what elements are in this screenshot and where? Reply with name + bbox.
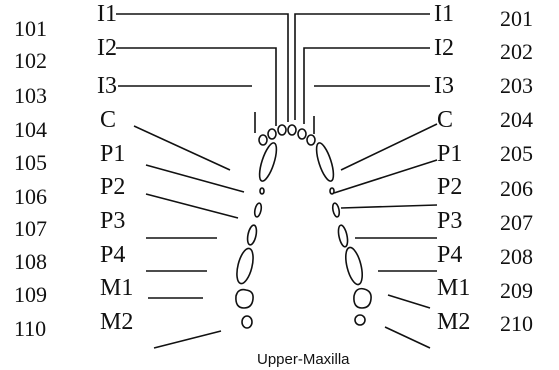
leader-line-M2-left — [154, 331, 221, 348]
leader-line-P2-left — [146, 194, 238, 218]
leader-line-I1-left — [116, 14, 288, 122]
leader-line-M2-right — [385, 327, 430, 348]
tooth-I3-left — [259, 135, 267, 145]
leader-line-M1-right — [388, 295, 430, 308]
tooth-P3-right — [337, 224, 349, 247]
tooth-M2-right — [355, 315, 365, 325]
tooth-I1-right — [288, 125, 296, 135]
tooth-I1-left — [278, 125, 286, 135]
tooth-I2-left — [268, 129, 276, 139]
tooth-M1-left — [236, 290, 253, 308]
tooth-P2-right — [332, 203, 341, 218]
tooth-I2-right — [298, 129, 306, 139]
tooth-P1-left — [260, 188, 264, 194]
leader-line-C-right — [341, 124, 437, 170]
leader-line-C-left — [134, 126, 230, 170]
tooth-P4-right — [343, 246, 366, 286]
tooth-P4-left — [234, 247, 256, 285]
tooth-M1-right — [354, 289, 371, 308]
tooth-I3-right — [307, 135, 315, 145]
leader-line-P1-right — [334, 160, 437, 193]
tooth-P2-left — [254, 203, 263, 218]
tooth-M2-left — [242, 316, 252, 328]
tooth-C-left — [256, 141, 280, 183]
leader-line-I2-left — [116, 48, 276, 126]
tooth-P1-right — [330, 188, 334, 194]
tooth-C-right — [313, 141, 337, 183]
leader-line-I1-right — [295, 14, 430, 120]
tooth-P3-left — [246, 224, 258, 245]
leader-line-P2-right — [341, 205, 437, 208]
